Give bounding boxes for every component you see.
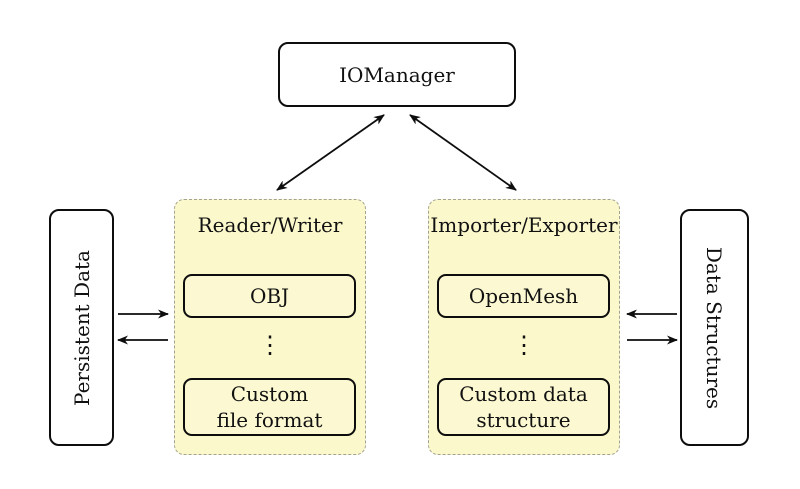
- obj-node: OBJ: [183, 274, 356, 318]
- reader-writer-ellipsis: ⋮: [258, 331, 282, 359]
- custom-file-format-label: Custom file format: [216, 382, 323, 432]
- importer-exporter-ellipsis: ⋮: [512, 331, 536, 359]
- openmesh-label: OpenMesh: [468, 284, 579, 308]
- iomanager-node: IOManager: [278, 42, 516, 107]
- arrow-iomanager-readerwriter: [276, 114, 385, 191]
- obj-label: OBJ: [249, 284, 290, 308]
- importer-exporter-group: Importer/Exporter OpenMesh ⋮ Custom data…: [428, 199, 620, 455]
- custom-file-format-node: Custom file format: [183, 378, 356, 436]
- data-structures-label: Data Structures: [702, 246, 727, 409]
- reader-writer-group: Reader/Writer OBJ ⋮ Custom file format: [174, 199, 366, 455]
- persistent-data-label: Persistent Data: [69, 249, 94, 406]
- importer-exporter-title: Importer/Exporter: [430, 213, 618, 237]
- custom-data-structure-label: Custom data structure: [459, 382, 588, 432]
- iomanager-label: IOManager: [339, 62, 455, 87]
- reader-writer-title: Reader/Writer: [197, 213, 343, 237]
- data-structures-node: Data Structures: [680, 209, 749, 446]
- arrow-iomanager-importerexporter: [409, 114, 517, 191]
- persistent-data-node: Persistent Data: [49, 209, 114, 446]
- custom-data-structure-node: Custom data structure: [437, 378, 610, 436]
- openmesh-node: OpenMesh: [437, 274, 610, 318]
